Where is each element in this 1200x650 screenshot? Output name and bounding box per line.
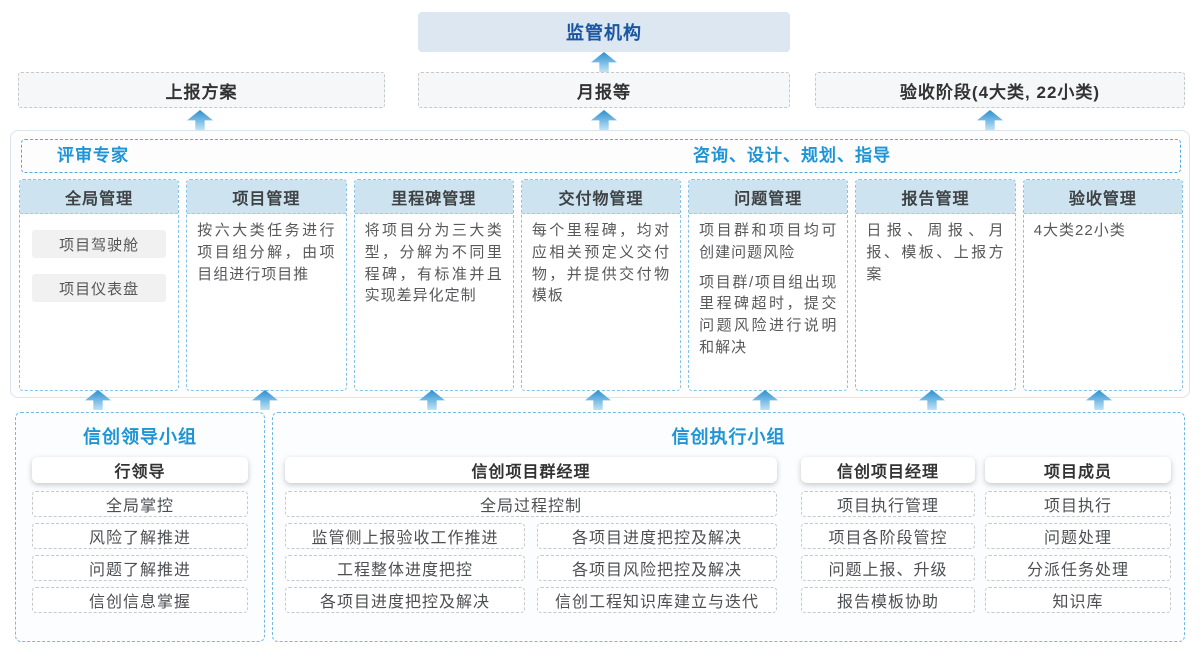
role-header-program-manager: 信创项目群经理 [285, 457, 777, 483]
arrow-up-icon [187, 110, 213, 130]
column-milestone-management: 里程碑管理 将项目分为三大类型，分解为不同里程碑，有标准并且实现差异化定制 [353, 179, 514, 391]
column-description: 将项目分为三大类型，分解为不同里程碑，有标准并且实现差异化定制 [364, 222, 503, 305]
column-issue-management: 问题管理 项目群和项目均可创建问题风险 项目群/项目组出现里程碑超时，提交问题风… [688, 179, 849, 391]
arrow-up-icon [591, 52, 617, 72]
column-description: 日报、周报、月报、模板、上报方案 [866, 222, 1005, 283]
regulator-box: 监管机构 [418, 12, 790, 52]
pm-group-left-item: 各项目进度把控及解决 [285, 587, 525, 613]
column-title: 项目管理 [187, 180, 346, 214]
role-header-project-member: 项目成员 [985, 457, 1171, 483]
consulting-design-label: 咨询、设计、规划、指导 [693, 146, 891, 165]
exec-group-box: 信创执行小组 信创项目群经理 全局过程控制 监管侧上报验收工作推进 工程整体进度… [272, 412, 1185, 642]
review-experts-label: 评审专家 [57, 146, 129, 165]
project-cockpit-chip: 项目驾驶舱 [32, 230, 167, 258]
pm-item: 项目执行管理 [801, 491, 975, 517]
column-acceptance-management: 验收管理 4大类22小类 [1022, 179, 1183, 391]
pm-group-left-item: 监管侧上报验收工作推进 [285, 523, 525, 549]
pm-item: 问题上报、升级 [801, 555, 975, 581]
column-project-management: 项目管理 按六大类任务进行项目组分解，由项目组进行项目推 [186, 179, 347, 391]
member-item: 问题处理 [985, 523, 1171, 549]
column-description: 项目群/项目组出现里程碑超时，提交问题风险进行说明和解决 [699, 273, 838, 356]
column-title: 报告管理 [856, 180, 1015, 214]
column-description: 每个里程碑，均对应相关预定义交付物，并提供交付物模板 [531, 222, 671, 305]
column-title: 交付物管理 [521, 180, 681, 214]
column-title: 验收管理 [1023, 180, 1182, 214]
exec-group-title: 信创执行小组 [671, 427, 786, 447]
column-title: 全局管理 [20, 180, 179, 214]
arrow-up-icon [591, 110, 617, 130]
column-title: 里程碑管理 [354, 180, 513, 214]
output-monthly-report-box: 月报等 [418, 72, 790, 108]
member-item: 分派任务处理 [985, 555, 1171, 581]
column-description: 按六大类任务进行项目组分解，由项目组进行项目推 [197, 222, 336, 283]
platform-header-bar: 评审专家 咨询、设计、规划、指导 [21, 139, 1181, 173]
arrow-up-icon [977, 110, 1003, 130]
column-deliverable-management: 交付物管理 每个里程碑，均对应相关预定义交付物，并提供交付物模板 [520, 179, 682, 391]
platform-container: 评审专家 咨询、设计、规划、指导 全局管理 项目驾驶舱 项目仪表盘 项目管理 按… [10, 130, 1190, 398]
leader-item: 问题了解推进 [32, 555, 248, 581]
column-global-management: 全局管理 项目驾驶舱 项目仪表盘 [19, 179, 180, 391]
project-dashboard-chip: 项目仪表盘 [32, 274, 167, 302]
column-description: 4大类22小类 [1033, 222, 1126, 239]
role-header-bank-leader: 行领导 [32, 457, 248, 483]
pm-item: 报告模板协助 [801, 587, 975, 613]
pm-group-left-item: 工程整体进度把控 [285, 555, 525, 581]
pm-group-right-item: 信创工程知识库建立与迭代 [537, 587, 777, 613]
output-acceptance-stage-box: 验收阶段(4大类, 22小类) [815, 72, 1185, 108]
pm-group-right-item: 各项目风险把控及解决 [537, 555, 777, 581]
pm-item: 项目各阶段管控 [801, 523, 975, 549]
column-report-management: 报告管理 日报、周报、月报、模板、上报方案 [855, 179, 1016, 391]
column-title: 问题管理 [689, 180, 848, 214]
column-description: 项目群和项目均可创建问题风险 [699, 222, 838, 261]
item-global-process-control: 全局过程控制 [285, 491, 777, 517]
leader-group-title: 信创领导小组 [83, 427, 197, 447]
leader-item: 风险了解推进 [32, 523, 248, 549]
member-item: 知识库 [985, 587, 1171, 613]
leader-group-box: 信创领导小组 行领导 全局掌控 风险了解推进 问题了解推进 信创信息掌握 [15, 412, 265, 642]
pm-group-right-item: 各项目进度把控及解决 [537, 523, 777, 549]
member-item: 项目执行 [985, 491, 1171, 517]
role-header-project-manager: 信创项目经理 [801, 457, 975, 483]
leader-item: 全局掌控 [32, 491, 248, 517]
output-report-plan-box: 上报方案 [18, 72, 385, 108]
platform-columns: 全局管理 项目驾驶舱 项目仪表盘 项目管理 按六大类任务进行项目组分解，由项目组… [11, 179, 1191, 391]
leader-item: 信创信息掌握 [32, 587, 248, 613]
